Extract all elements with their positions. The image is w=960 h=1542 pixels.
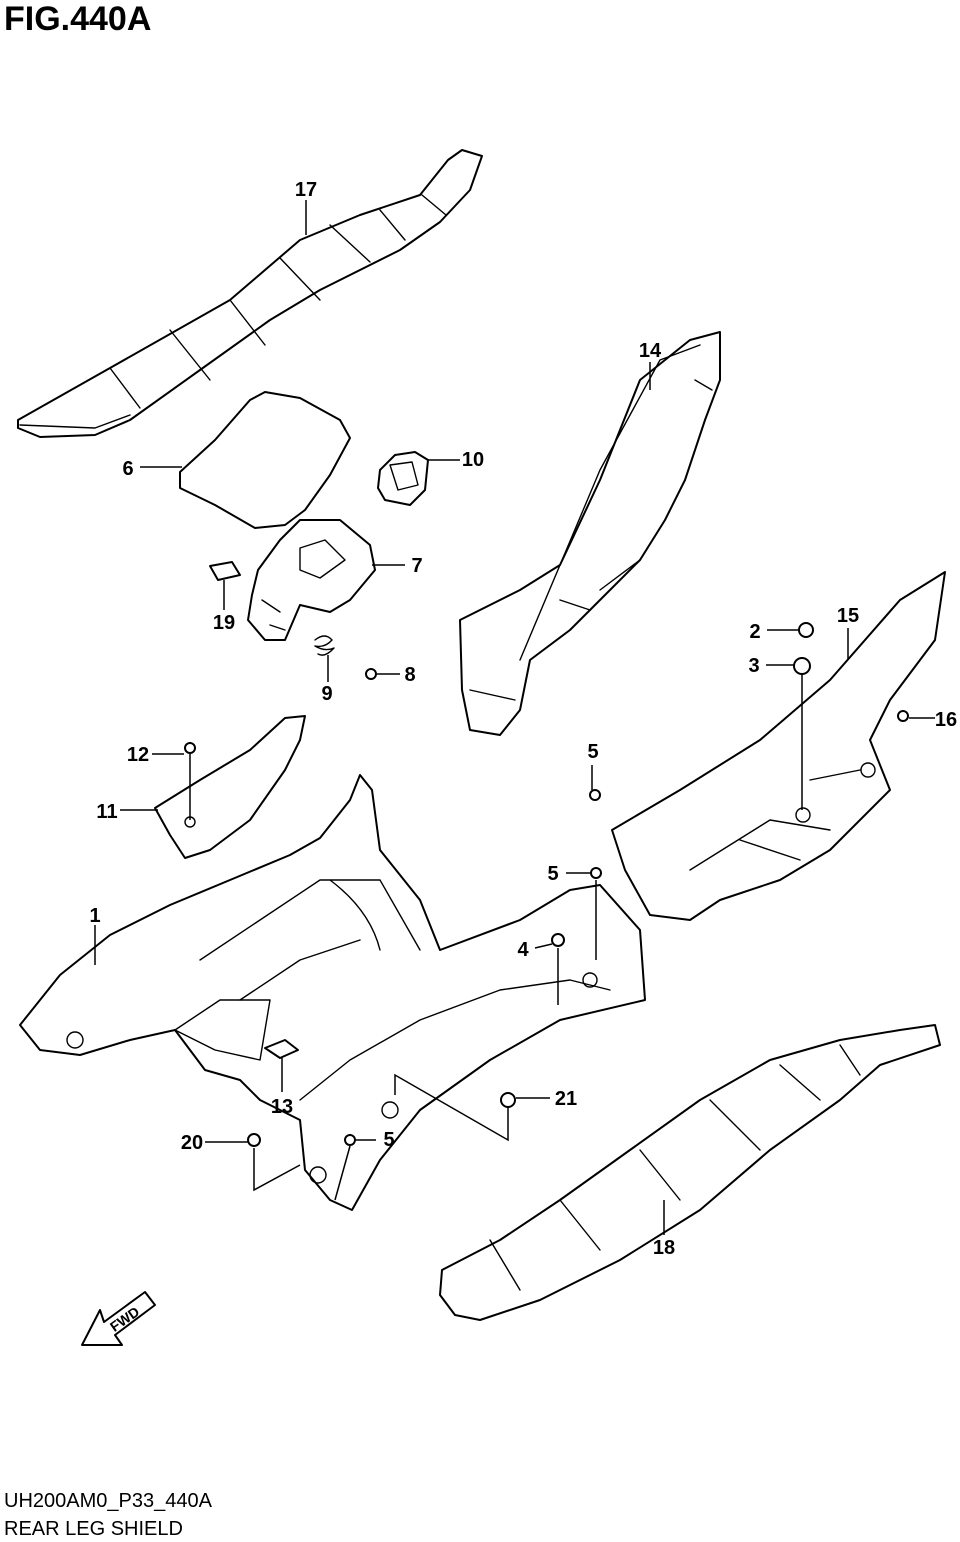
part-17-mat [17, 149, 483, 438]
callout-2: 2 [749, 621, 760, 643]
part-4-clip [551, 933, 565, 947]
part-5-screw-c [344, 1134, 356, 1146]
callout-9: 9 [321, 683, 332, 705]
part-21-bolt [500, 1092, 516, 1108]
callout-18: 18 [653, 1237, 675, 1259]
part-20-bolt [247, 1133, 261, 1147]
part-3-grommet [793, 657, 811, 675]
callout-19: 19 [213, 612, 235, 634]
callout-12: 12 [127, 744, 149, 766]
callout-21: 21 [555, 1088, 577, 1110]
drawing-code: UH200AM0_P33_440A [4, 1490, 212, 1512]
part-12-screw [184, 742, 196, 754]
callout-6: 6 [122, 458, 133, 480]
callout-8: 8 [404, 664, 415, 686]
callout-17: 17 [295, 179, 317, 201]
part-18-mat [439, 1024, 941, 1321]
callout-5c: 5 [383, 1129, 394, 1151]
fasteners [184, 622, 909, 1147]
callout-15: 15 [837, 605, 859, 627]
part-5-screw-b [590, 867, 602, 879]
callout-11: 11 [96, 801, 117, 823]
part-7-holder [247, 519, 376, 641]
callout-5a: 5 [587, 741, 598, 763]
callout-20: 20 [181, 1132, 203, 1154]
callout-16: 16 [935, 709, 957, 731]
part-10-bracket [377, 451, 429, 506]
leader-lines [94, 200, 935, 1235]
part-14-side-cover [459, 331, 721, 736]
part-16-screw [897, 710, 909, 722]
part-8-screw [365, 668, 377, 680]
part-19-clip [209, 561, 241, 581]
part-9-spring [314, 635, 335, 656]
callout-14: 14 [639, 340, 662, 362]
part-13-bracket [264, 1039, 299, 1059]
callout-13: 13 [271, 1096, 293, 1118]
part-1-leg-shield [19, 774, 646, 1211]
part-15-side-panel [611, 571, 946, 921]
callout-1: 1 [89, 905, 100, 927]
callout-3: 3 [748, 655, 759, 677]
callout-5b: 5 [547, 863, 558, 885]
fwd-arrow-icon: FWD [81, 1291, 156, 1346]
callout-7: 7 [411, 555, 422, 577]
part-2-bolt [798, 622, 814, 638]
callout-labels: 1 2 3 4 5 5 5 6 7 8 9 10 11 12 13 14 15 … [89, 179, 957, 1259]
figure-name: REAR LEG SHIELD [4, 1518, 183, 1540]
callout-4: 4 [517, 939, 529, 961]
figure-title: FIG.440A [4, 0, 152, 38]
part-6-pad [179, 391, 351, 529]
part-11-bracket [154, 715, 306, 859]
callout-10: 10 [462, 449, 484, 471]
part-5-screw-a [589, 789, 601, 801]
